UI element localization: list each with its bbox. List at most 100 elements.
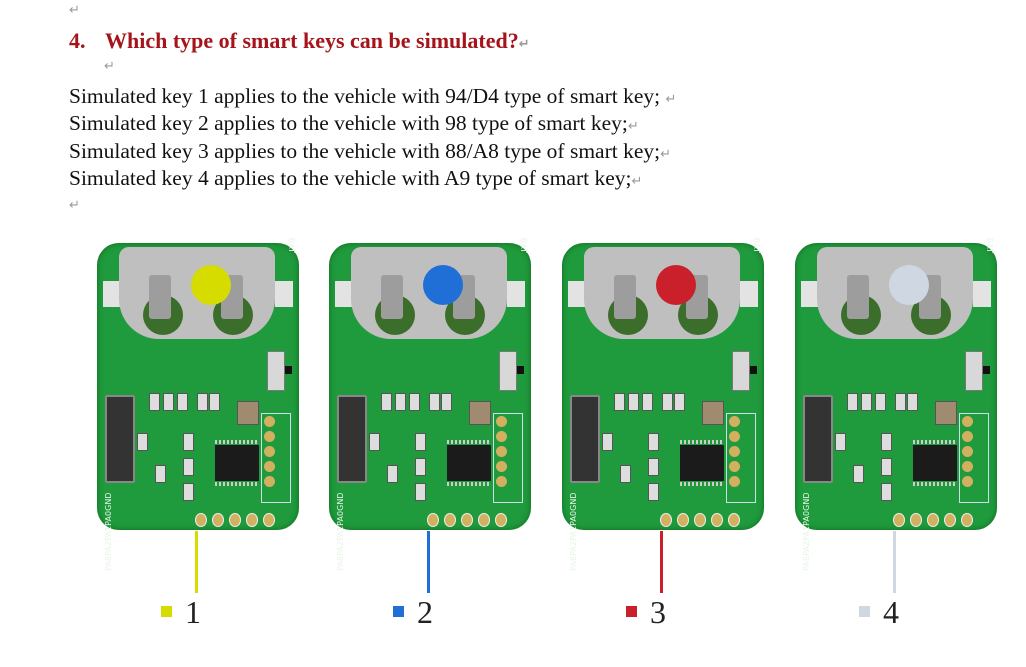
battery-tab	[568, 281, 586, 307]
smd-component	[881, 483, 892, 501]
section-heading: 4.Which type of smart keys can be simula…	[69, 28, 530, 54]
text-line-2: Simulated key 2 applies to the vehicle w…	[69, 111, 639, 136]
smd-component	[881, 458, 892, 476]
smd-component	[183, 433, 194, 451]
pin-header-vertical	[261, 413, 291, 503]
battery-tab	[335, 281, 353, 307]
smd-component	[415, 433, 426, 451]
silk-pin-label: PA0	[569, 511, 578, 527]
battery-holder	[817, 247, 973, 339]
smd-component	[209, 393, 220, 411]
battery-tab	[275, 281, 293, 307]
slide-switch	[499, 351, 524, 391]
color-swatch	[626, 606, 637, 617]
smd-component	[602, 433, 613, 451]
holder-clip	[381, 275, 403, 319]
paragraph-mark: ↵	[69, 198, 80, 213]
smd-component	[620, 465, 631, 483]
smd-component	[674, 393, 685, 411]
smd-component	[662, 393, 673, 411]
battery-tab	[801, 281, 819, 307]
smd-component	[648, 483, 659, 501]
antenna-coil	[337, 395, 367, 483]
paragraph-mark: ↵	[665, 92, 677, 107]
key-color-dot	[423, 265, 463, 305]
silk-bat: BAT	[985, 237, 994, 253]
ic-chip	[680, 440, 724, 486]
pin-header	[893, 513, 973, 527]
smd-component	[163, 393, 174, 411]
smd-component	[183, 483, 194, 501]
capacitor	[935, 401, 957, 425]
silk-pin-label: PA1	[104, 526, 113, 542]
paragraph-mark: ↵	[104, 59, 115, 74]
ic-chip	[215, 440, 259, 486]
line-text: Simulated key 3 applies to the vehicle w…	[69, 139, 661, 163]
smd-component	[648, 458, 659, 476]
silk-pin-label: PA1	[569, 526, 578, 542]
silk-pin-label: GND	[104, 493, 113, 512]
paragraph-mark: ↵	[631, 174, 643, 189]
silk-bat: BAT	[519, 237, 528, 253]
pin-header-vertical	[959, 413, 989, 503]
smd-component	[441, 393, 452, 411]
battery-tab	[103, 281, 121, 307]
smd-component	[847, 393, 858, 411]
slide-switch	[732, 351, 757, 391]
text-line-4: Simulated key 4 applies to the vehicle w…	[69, 166, 642, 191]
silk-pin-label: GND	[336, 493, 345, 512]
ic-chip	[447, 440, 491, 486]
pin-header-vertical	[493, 413, 523, 503]
smd-component	[197, 393, 208, 411]
pin-header	[427, 513, 507, 527]
capacitor	[469, 401, 491, 425]
antenna-coil	[803, 395, 833, 483]
battery-tab	[507, 281, 525, 307]
key-color-dot	[191, 265, 231, 305]
silk-pin-label: PA6	[802, 555, 811, 571]
silk-pin-label: GND	[802, 493, 811, 512]
smd-component	[137, 433, 148, 451]
ic-chip	[913, 440, 957, 486]
slide-switch	[965, 351, 990, 391]
color-swatch	[161, 606, 172, 617]
smd-component	[177, 393, 188, 411]
silk-pin-label: PA2	[569, 541, 578, 556]
text-line-3: Simulated key 3 applies to the vehicle w…	[69, 139, 671, 164]
battery-holder	[119, 247, 275, 339]
silk-bat: BAT	[752, 237, 761, 253]
smd-component	[614, 393, 625, 411]
key-number-label: 4	[883, 594, 899, 630]
smd-component	[835, 433, 846, 451]
smd-component	[648, 433, 659, 451]
text-line-1: Simulated key 1 applies to the vehicle w…	[69, 84, 676, 109]
silk-pin-label: PA1	[336, 526, 345, 542]
slide-switch	[267, 351, 292, 391]
paragraph-mark: ↵	[627, 119, 639, 134]
paragraph-mark: ↵	[518, 37, 530, 52]
line-text: Simulated key 1 applies to the vehicle w…	[69, 84, 666, 108]
key-color-dot	[656, 265, 696, 305]
leader-line	[427, 531, 430, 593]
silk-pin-label: PA2	[104, 541, 113, 556]
color-swatch	[859, 606, 870, 617]
key-number-label: 3	[650, 594, 666, 630]
smd-component	[149, 393, 160, 411]
smd-component	[853, 465, 864, 483]
paragraph-mark: ↵	[660, 147, 672, 162]
leader-line	[893, 531, 896, 593]
holder-clip	[614, 275, 636, 319]
heading-text: Which type of smart keys can be simulate…	[105, 28, 519, 53]
silk-pin-label: PA6	[336, 555, 345, 571]
silk-pin-label: PA0	[336, 511, 345, 527]
battery-holder	[584, 247, 740, 339]
capacitor	[702, 401, 724, 425]
line-text: Simulated key 2 applies to the vehicle w…	[69, 111, 628, 135]
key-number-label: 2	[417, 594, 433, 630]
holder-clip	[847, 275, 869, 319]
smd-component	[369, 433, 380, 451]
